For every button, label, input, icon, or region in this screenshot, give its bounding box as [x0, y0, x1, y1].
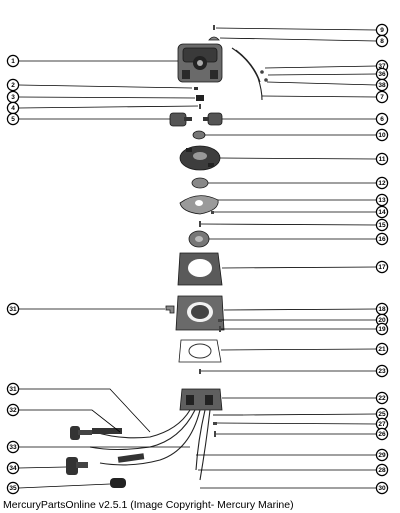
- callout-label: 25: [378, 411, 386, 418]
- callout-label: 6: [380, 116, 384, 123]
- callout-right-6: 6: [375, 112, 389, 126]
- callout-right-14: 14: [375, 205, 389, 219]
- callout-label: 13: [378, 197, 386, 204]
- callout-label: 5: [11, 116, 15, 123]
- distributor-cap: [177, 43, 223, 83]
- callout-label: 7: [380, 94, 384, 101]
- bracket-part: [165, 305, 175, 314]
- callout-label: 10: [378, 132, 386, 139]
- callout-label: 17: [378, 264, 386, 271]
- harness-wire: [99, 409, 201, 466]
- callout-label: 31: [9, 386, 17, 393]
- callout-right-38: 38: [375, 78, 389, 92]
- harness-wire: [195, 409, 206, 471]
- callout-left-35: 35: [6, 481, 20, 495]
- wire-part: [235, 49, 261, 83]
- callout-right-9: 9: [375, 23, 389, 37]
- callout-right-15: 15: [375, 218, 389, 232]
- callout-label: 35: [9, 485, 17, 492]
- gear-part: [188, 230, 210, 248]
- callout-label: 28: [378, 467, 386, 474]
- callout-label: 22: [378, 395, 386, 402]
- callout-label: 14: [378, 209, 386, 216]
- callout-label: 32: [9, 407, 17, 414]
- callout-right-13: 13: [375, 193, 389, 207]
- callout-label: 36: [378, 71, 386, 78]
- callout-label: 2: [11, 82, 15, 89]
- harness-wire: [94, 409, 191, 439]
- callout-right-26: 26: [375, 427, 389, 441]
- callout-label: 15: [378, 222, 386, 229]
- callout-label: 23: [378, 368, 386, 375]
- callout-right-11: 11: [375, 152, 389, 166]
- callout-left-31: 31: [6, 382, 20, 396]
- harness-assembly: [179, 388, 223, 411]
- callout-label: 20: [378, 317, 386, 324]
- callout-label: 19: [378, 326, 386, 333]
- plug-boot-33: [70, 426, 92, 440]
- callout-right-36: 36: [375, 67, 389, 81]
- cap-part: [208, 36, 220, 41]
- callout-right-7: 7: [375, 90, 389, 104]
- callout-label: 27: [378, 421, 386, 428]
- callout-label: 8: [380, 38, 384, 45]
- callout-right-19: 19: [375, 322, 389, 336]
- rotor-assembly: [179, 145, 221, 171]
- gasket-21: [178, 339, 222, 363]
- callout-right-29: 29: [375, 448, 389, 462]
- callout-left-1: 1: [6, 54, 20, 68]
- stator-plate: [179, 195, 219, 215]
- callout-right-28: 28: [375, 463, 389, 477]
- plug-boot-34: [66, 457, 88, 475]
- callout-right-17: 17: [375, 260, 389, 274]
- callout-label: 12: [378, 180, 386, 187]
- callout-label: 37: [378, 63, 386, 70]
- image-caption: MercuryPartsOnline v2.5.1 (Image Copyrig…: [3, 499, 294, 511]
- callout-left-4: 4: [6, 101, 20, 115]
- callout-right-8: 8: [375, 34, 389, 48]
- callout-label: 16: [378, 236, 386, 243]
- leader-lines: [18, 27, 377, 489]
- callout-left-5: 5: [6, 112, 20, 126]
- callout-right-12: 12: [375, 176, 389, 190]
- callout-label: 29: [378, 452, 386, 459]
- callout-label: 38: [378, 82, 386, 89]
- callout-right-22: 22: [375, 391, 389, 405]
- callout-right-10: 10: [375, 128, 389, 142]
- grommet-35: [110, 478, 126, 488]
- callout-right-30: 30: [375, 481, 389, 495]
- callout-label: 11: [379, 156, 386, 163]
- callout-label: 18: [378, 306, 386, 313]
- screw-part: [213, 25, 215, 30]
- callout-label: 33: [9, 444, 17, 451]
- callout-label: 1: [11, 58, 15, 65]
- callout-label: 4: [11, 105, 15, 112]
- wire-part: [231, 47, 263, 101]
- callout-left-34: 34: [6, 461, 20, 475]
- callout-label: 26: [378, 431, 386, 438]
- callout-right-18: 18: [375, 302, 389, 316]
- callout-right-21: 21: [375, 342, 389, 356]
- right-coil: [203, 112, 223, 126]
- left-coil: [169, 112, 192, 127]
- callout-label: 3: [11, 94, 15, 101]
- callout-left-33: 33: [6, 440, 20, 454]
- callout-left-31: 31: [6, 302, 20, 316]
- harness-wire: [199, 409, 211, 481]
- callout-left-2: 2: [6, 78, 20, 92]
- callout-label: 21: [378, 346, 386, 353]
- distributor-housing: [175, 295, 225, 331]
- callout-right-23: 23: [375, 364, 389, 378]
- gasket-17: [177, 252, 223, 286]
- callout-left-32: 32: [6, 403, 20, 417]
- callout-label: 30: [378, 485, 386, 492]
- callout-label: 31: [9, 306, 17, 313]
- callout-label: 34: [9, 465, 17, 472]
- callout-right-16: 16: [375, 232, 389, 246]
- callout-label: 9: [380, 27, 384, 34]
- callout-left-3: 3: [6, 90, 20, 104]
